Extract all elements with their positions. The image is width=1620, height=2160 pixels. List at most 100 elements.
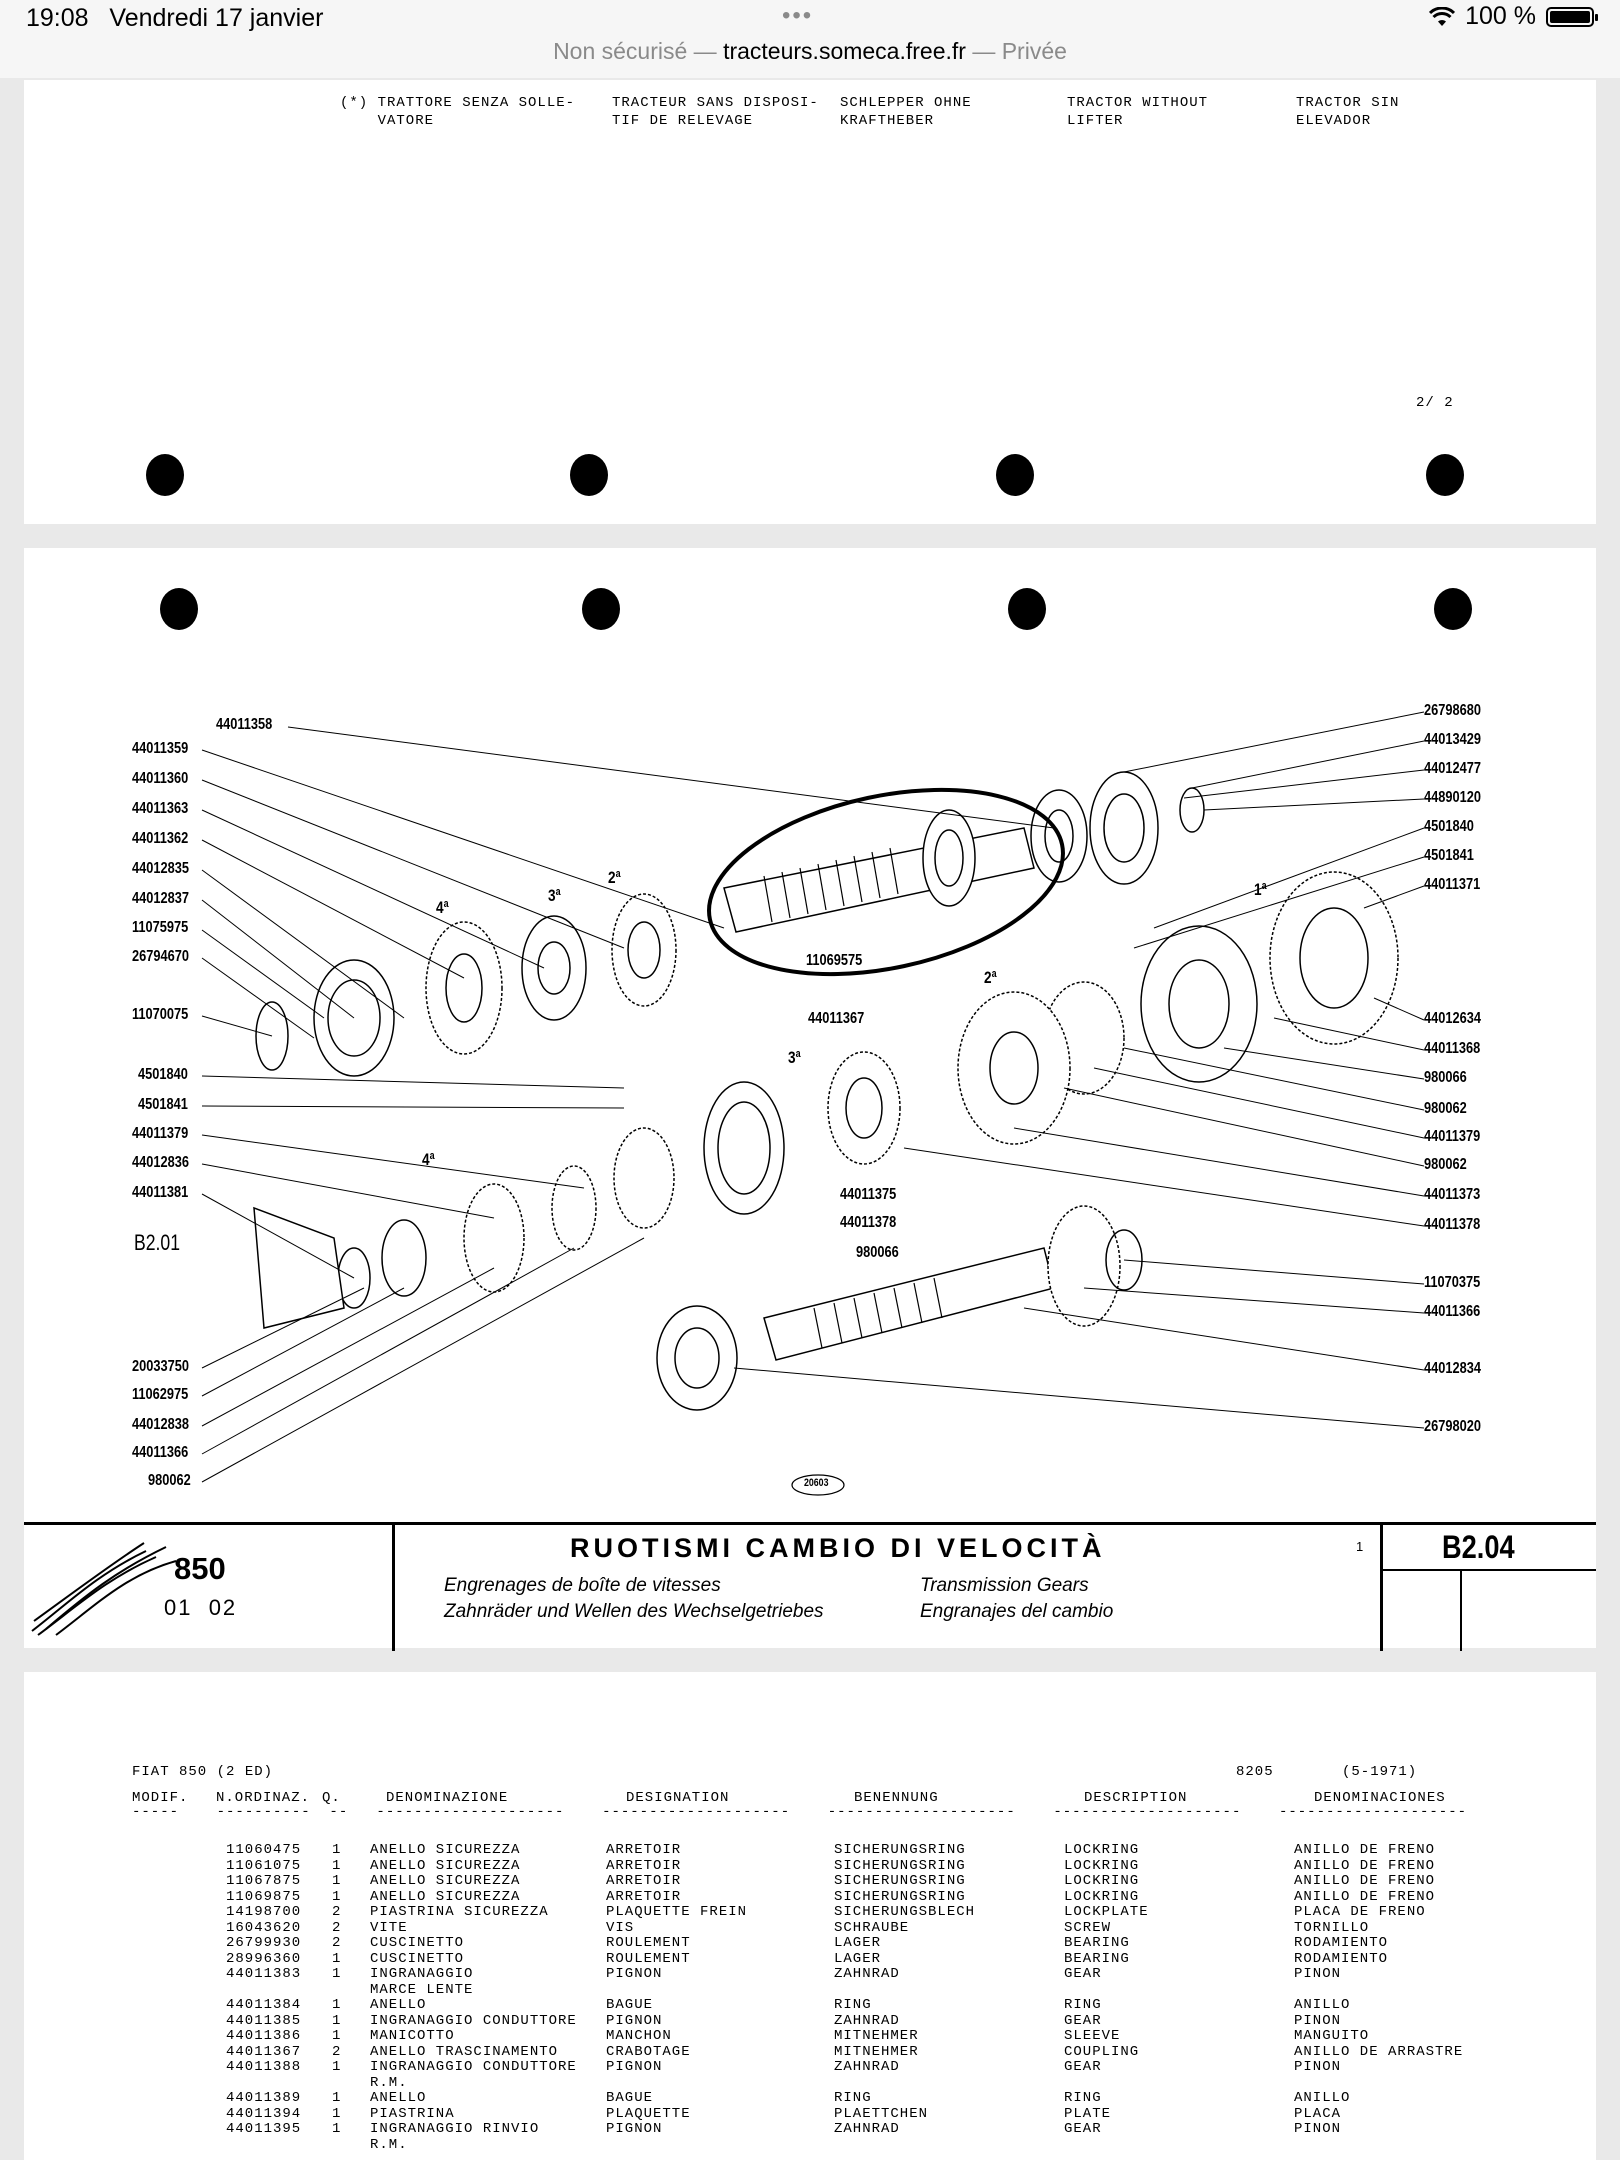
table-cell: PINON [1294,2121,1342,2137]
gear-mark: 2ª [984,968,997,987]
part-label: B2.01 [134,1230,180,1255]
header-it: (*) TRATTORE SENZA SOLLE- VATORE [340,95,576,129]
table-cell: SICHERUNGSRING [834,1842,966,1858]
table-cell: 1 [332,1997,342,2013]
table-cell: ZAHNRAD [834,2121,900,2137]
table-cell: LOCKRING [1064,1888,1140,1905]
table-cell: ANILLO DE FRENO [1294,1857,1436,1874]
table-cell: PLACA DE FRENO [1294,1904,1426,1920]
table-cell: RING [1064,2090,1102,2106]
table-cell: PLACA [1294,2105,1342,2122]
table-cell: ANILLO DE FRENO [1294,1873,1436,1889]
table-cell: PINON [1294,2012,1342,2029]
table-cell: PIGNON [606,2059,663,2075]
punch-hole [1426,454,1464,496]
table-cell: ZAHNRAD [834,2059,900,2075]
table-cell: LOCKPLATE [1064,1904,1149,1920]
gear-mark: 2ª [608,868,621,887]
table-cell: MANCHON [606,2028,672,2044]
header-rule: ----- ---------- -- --------------------… [132,1804,1467,1820]
part-label: 44011378 [840,1214,897,1231]
table-cell: 1 [332,2012,342,2029]
part-label: 44011367 [808,1010,865,1027]
table-cell: 14198700 [226,1904,302,1920]
table-cell: LOCKRING [1064,1873,1140,1889]
header-en: TRACTOR WITHOUT LIFTER [1067,95,1209,129]
status-right: 100 % [1429,2,1598,31]
part-label: 4501840 [138,1066,188,1083]
punch-hole [1008,588,1046,630]
part-label: 980066 [856,1244,899,1261]
gear-mark: 4ª [436,898,449,917]
part-label: 44012838 [132,1416,189,1433]
table-cell: SICHERUNGSRING [834,1888,966,1905]
table-cell: 1 [332,1842,342,1858]
gear-mark: 4ª [422,1150,435,1169]
table-cell: CRABOTAGE [606,2043,691,2060]
table-cell: INGRANAGGIO [370,1966,474,1982]
table-cell: INGRANAGGIO CONDUTTORE [370,2059,577,2075]
punch-hole [160,588,198,630]
table-cell: MANGUITO [1294,2028,1370,2044]
table-cell: PIGNON [606,1966,663,1982]
table-cell: CUSCINETTO [370,1950,465,1967]
punch-hole [996,454,1034,496]
part-label: 26798020 [1424,1418,1481,1435]
table-cell: ARRETOIR [606,1857,682,1874]
header-fr: TRACTEUR SANS DISPOSI- TIF DE RELEVAGE [612,95,819,129]
part-label: 44012835 [132,860,189,877]
punch-hole [1434,588,1472,630]
table-cell: 11060475 [226,1842,302,1858]
title-es: Engranajes del cambio [920,1601,1114,1622]
part-label: 11070075 [132,1006,189,1023]
part-label: 11070375 [1424,1274,1481,1291]
model-number: 850 [174,1551,226,1586]
punch-hole [570,454,608,496]
table-cell: ANELLO SICUREZZA [370,1857,521,1874]
table-cell: SICHERUNGSBLECH [834,1904,976,1920]
table-cell: ZAHNRAD [834,1966,900,1982]
address-bar[interactable]: Non sécurisé — tracteurs.someca.free.fr … [553,38,1067,64]
table-cell: RING [834,2090,872,2106]
table-cell: SLEEVE [1064,2028,1121,2044]
table-cell: 26799930 [226,1935,302,1951]
punch-hole [146,454,184,496]
part-label: 11075975 [132,919,189,936]
sheet-number: 1 [1356,1539,1364,1554]
table-cell: ARRETOIR [606,1888,682,1905]
table-cell: 1 [332,2090,342,2106]
more-dots-icon[interactable]: ••• [782,2,814,29]
table-cell: BAGUE [606,1997,654,2013]
part-label: 980066 [1424,1069,1467,1086]
col-description: DESCRIPTION [1084,1790,1188,1806]
title-en: Transmission Gears [920,1575,1089,1596]
table-cell: 44011388 [226,2059,302,2075]
title-block: 850 01 02 RUOTISMI CAMBIO DI VELOCITÀ 1 … [24,1522,1596,1651]
table-cell: RING [834,1997,872,2013]
gear-mark: 1ª [1254,880,1267,899]
battery-icon [1546,6,1598,27]
table-cell: LOCKRING [1064,1842,1140,1858]
table-cell: 44011385 [226,2012,302,2029]
gearbox-exploded-drawing [201,711,1425,1496]
table-cell: PLAQUETTE [606,2105,691,2122]
col-benennung: BENENNUNG [854,1790,939,1806]
list-header-date: (5-1971) [1342,1764,1418,1780]
table-row: R.M. [24,2075,1596,2091]
model-sub: 01 02 [164,1595,238,1620]
table-row: R.M. [24,2137,1596,2153]
wifi-icon [1429,6,1456,26]
table-cell: LAGER [834,1935,882,1951]
part-label: 44011379 [132,1125,189,1142]
table-cell: ARRETOIR [606,1842,682,1858]
part-label: 44011381 [132,1184,189,1201]
table-cell: 44011395 [226,2121,302,2137]
table-cell: LOCKRING [1064,1857,1140,1874]
